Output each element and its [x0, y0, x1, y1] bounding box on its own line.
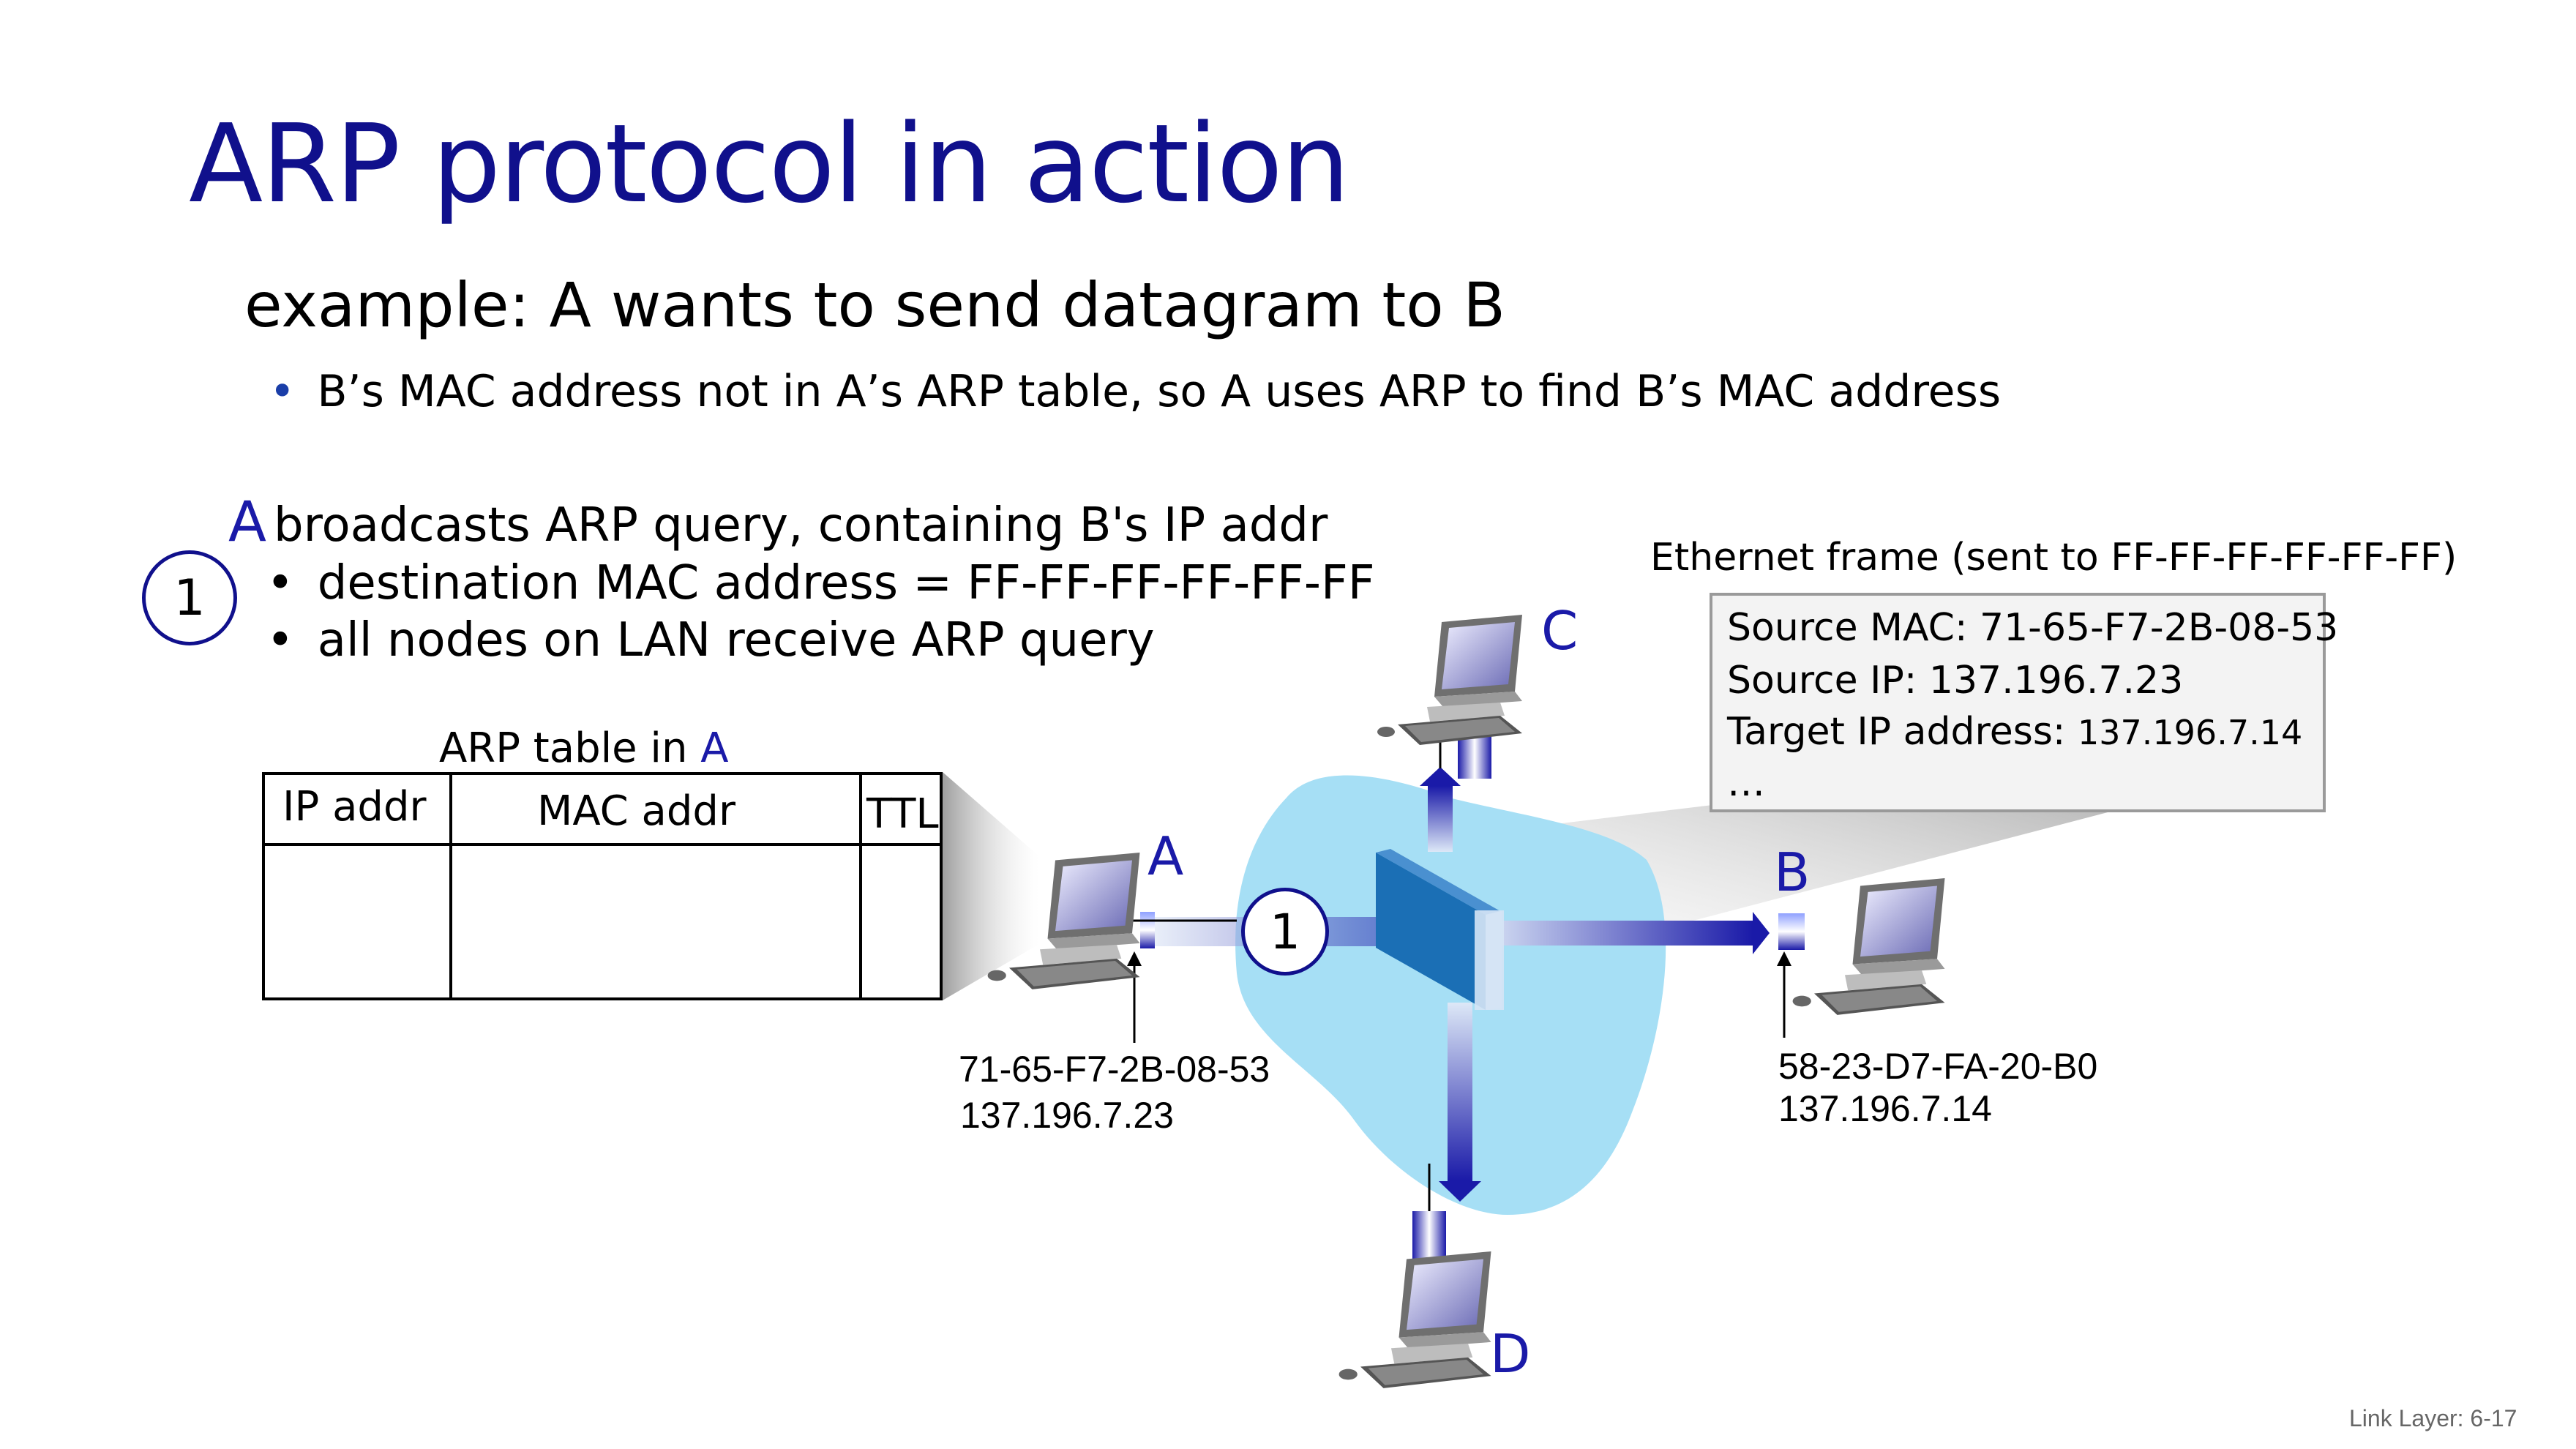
frame-source-mac: Source MAC: 71-65-F7-2B-08-53: [1727, 606, 2339, 650]
ethernet-frame-box: [1710, 593, 2326, 812]
intro-bullet-text: B’s MAC address not in A’s ARP table, so…: [317, 366, 2002, 417]
arp-table-caption-node: A: [700, 724, 729, 772]
frame-target-ip: Target IP address: 137.196.7.14: [1727, 710, 2302, 754]
slide-subtitle: example: A wants to send datagram to B: [244, 269, 1505, 341]
node-label-c: C: [1541, 600, 1579, 662]
arp-table: [262, 772, 943, 1000]
step-bullet: • all nodes on LAN receive ARP query: [266, 613, 1155, 667]
node-b-ip: 137.196.7.14: [1778, 1088, 1992, 1129]
arp-table-header-ttl: TTL: [866, 790, 939, 838]
bullet-dot: •: [266, 556, 294, 610]
node-label-a: A: [1147, 825, 1184, 887]
step-bullet-text: destination MAC address = FF-FF-FF-FF-FF…: [317, 556, 1375, 610]
node-b-mac: 58-23-D7-FA-20-B0: [1778, 1046, 2098, 1087]
slide-footer: Link Layer: 6-17: [2349, 1405, 2517, 1431]
bullet-dot: •: [269, 366, 296, 417]
arp-table-header-mac: MAC addr: [537, 787, 735, 835]
slide-title: ARP protocol in action: [189, 101, 1350, 227]
arp-table-caption-prefix: ARP table in: [439, 724, 701, 772]
node-label-d: D: [1490, 1323, 1531, 1385]
step-number-badge: 1: [142, 550, 237, 645]
step-heading-node: A: [228, 489, 266, 554]
computer-c-icon: [1377, 615, 1522, 745]
node-label-b: B: [1774, 842, 1811, 903]
arp-table-header-ip: IP addr: [282, 783, 427, 831]
intro-bullet: • B’s MAC address not in A’s ARP table, s…: [269, 366, 2001, 417]
step-number-badge-network: 1: [1241, 888, 1329, 976]
step-heading-text: broadcasts ARP query, containing B's IP …: [274, 498, 1328, 553]
bullet-dot: •: [266, 613, 294, 667]
arp-table-column-divider: [859, 772, 862, 1000]
step-bullet: • destination MAC address = FF-FF-FF-FF-F…: [266, 556, 1375, 610]
arp-table-header-divider: [262, 843, 943, 846]
frame-target-ip-label: Target IP address:: [1727, 710, 2078, 754]
ethernet-frame-caption: Ethernet frame (sent to FF-FF-FF-FF-FF-F…: [1650, 536, 2457, 580]
arp-table-caption: ARP table in A: [439, 724, 729, 772]
frame-source-ip: Source IP: 137.196.7.23: [1727, 659, 2184, 703]
arp-table-column-divider: [449, 772, 452, 1000]
node-a-ip: 137.196.7.23: [960, 1095, 1174, 1136]
frame-ellipsis: …: [1727, 761, 1765, 805]
frame-target-ip-value: 137.196.7.14: [2077, 713, 2303, 752]
computer-d-icon: [1338, 1251, 1491, 1388]
node-a-mac: 71-65-F7-2B-08-53: [959, 1049, 1270, 1090]
computer-b-icon: [1792, 878, 1945, 1015]
step-bullet-text: all nodes on LAN receive ARP query: [317, 613, 1155, 667]
